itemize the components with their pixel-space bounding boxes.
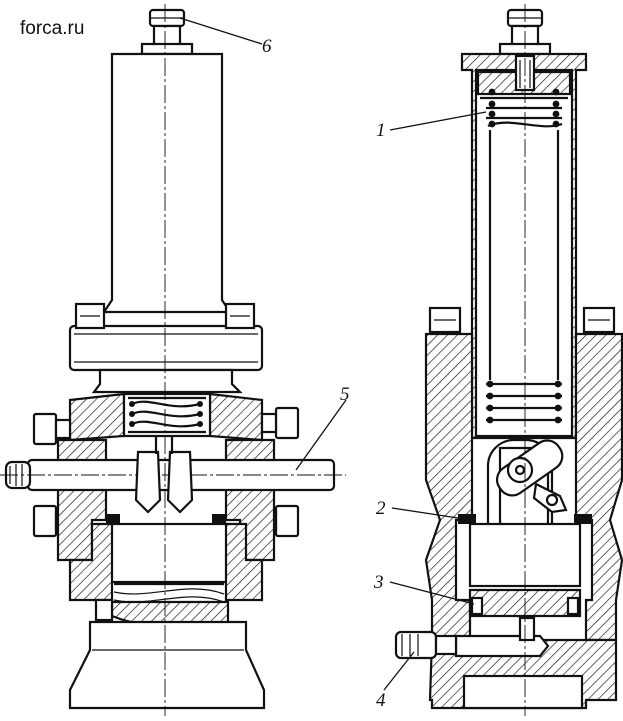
callout-label-1: 1	[376, 120, 386, 141]
callout-6: 6	[179, 17, 272, 57]
lower-spring	[486, 380, 562, 424]
callout-label-2: 2	[376, 498, 386, 519]
callout-4: 4	[376, 651, 415, 711]
left-elevation-view	[0, 4, 346, 716]
callout-label-5: 5	[340, 384, 350, 405]
left-spring	[128, 396, 206, 434]
watermark: forca.ru	[20, 18, 85, 39]
callout-5: 5	[295, 384, 350, 471]
callout-1: 1	[376, 111, 487, 141]
callout-2: 2	[376, 498, 459, 519]
drain-plug-part-4	[394, 630, 458, 660]
callout-label-6: 6	[262, 36, 272, 57]
right-section-view	[394, 4, 623, 716]
callout-label-3: 3	[373, 572, 384, 593]
callout-label-4: 4	[376, 690, 386, 711]
callout-3: 3	[373, 572, 475, 605]
